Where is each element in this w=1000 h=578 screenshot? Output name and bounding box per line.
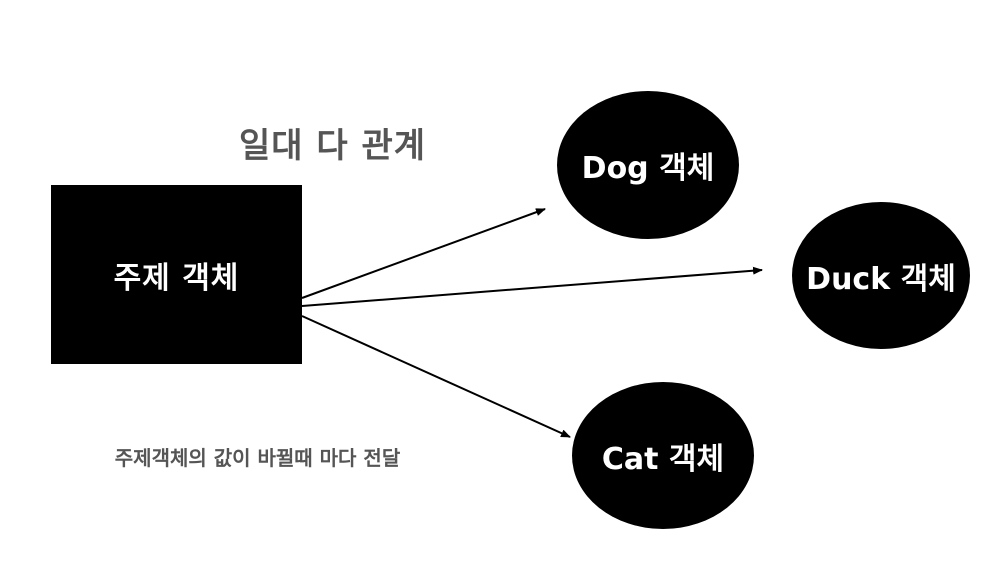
observer-node-dog: Dog 객체	[557, 91, 739, 239]
observer-label-duck: Duck 객체	[806, 261, 956, 297]
subject-node: 주제 객체	[51, 185, 302, 364]
arrow-subject-to-dog	[301, 208, 546, 299]
diagram-title: 일대 다 관계	[238, 126, 427, 166]
arrow-subject-to-cat	[301, 315, 571, 438]
subject-label: 주제 객체	[113, 260, 240, 296]
observer-node-cat: Cat 객체	[572, 382, 754, 529]
observer-label-dog: Dog 객체	[581, 151, 715, 186]
arrow-subject-to-duck	[301, 266, 763, 307]
diagram-note: 주제객체의 값이 바뀔때 마다 전달	[114, 446, 401, 470]
observer-node-duck: Duck 객체	[792, 202, 970, 349]
observer-label-cat: Cat 객체	[601, 441, 725, 477]
